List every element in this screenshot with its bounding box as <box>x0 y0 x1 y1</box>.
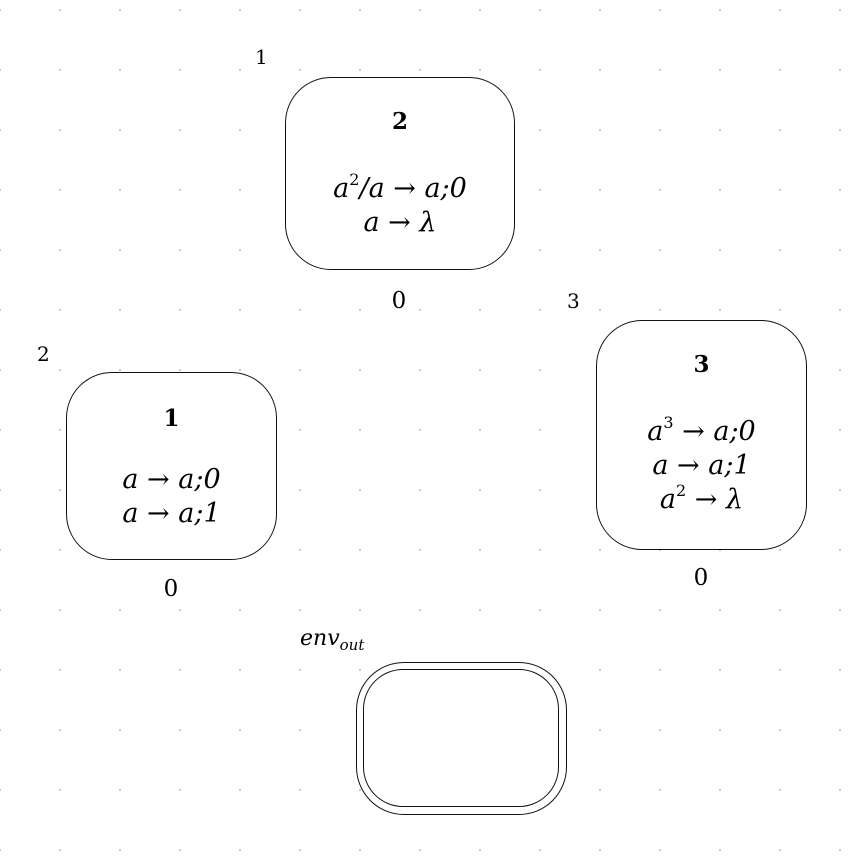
rule: a → a;1 <box>652 450 751 481</box>
rule: a → a;1 <box>122 498 221 529</box>
rule-list: a → a;0 a → a;1 <box>67 463 276 531</box>
spike-count: 0 <box>391 288 407 314</box>
neuron-id: 2 <box>391 108 408 135</box>
neuron-id: 3 <box>693 351 710 378</box>
rule: a2/a → a;0 <box>333 170 467 205</box>
rule-list: a2/a → a;0 a → λ <box>286 172 514 240</box>
spike-count: 0 <box>163 576 179 602</box>
rule: a → λ <box>363 207 437 238</box>
neuron-label: 1 <box>255 45 268 69</box>
spike-count: 0 <box>693 565 709 591</box>
environment-label: envout <box>300 626 365 654</box>
neuron-label: 2 <box>37 342 50 366</box>
rule-list: a3 → a;0 a → a;1 a2 → λ <box>597 415 806 517</box>
rule-exponent: 3 <box>663 413 674 432</box>
neuron-label: 3 <box>567 289 580 313</box>
neuron-id: 1 <box>163 405 180 432</box>
environment-inner-border <box>363 669 559 807</box>
rule: a → a;0 <box>122 464 221 495</box>
neuron-box: 1 a → a;0 a → a;1 <box>66 372 277 560</box>
rule-exponent: 2 <box>349 170 360 189</box>
rule: a2 → λ <box>659 481 744 516</box>
neuron-box: 3 a3 → a;0 a → a;1 a2 → λ <box>596 320 807 550</box>
rule-exponent: 2 <box>676 481 687 500</box>
rule: a3 → a;0 <box>647 413 756 448</box>
neuron-box: 2 a2/a → a;0 a → λ <box>285 77 515 270</box>
environment-box <box>356 662 567 815</box>
